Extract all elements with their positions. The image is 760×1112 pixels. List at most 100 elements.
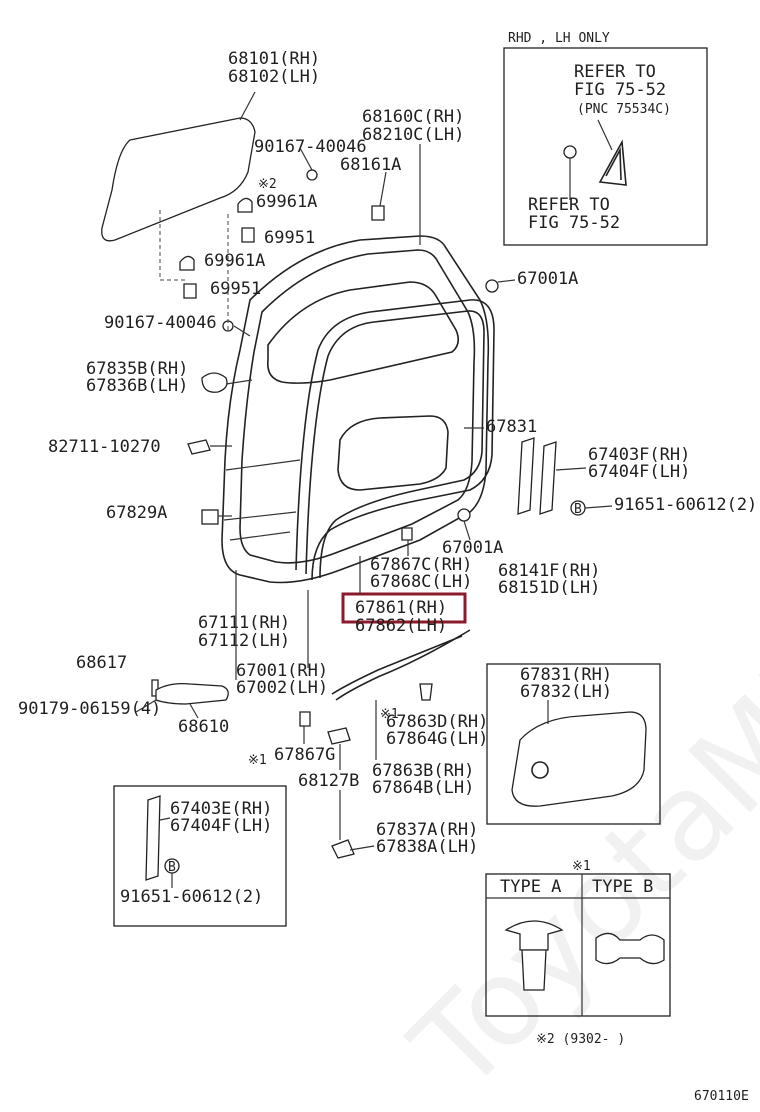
inset-refer-2: REFER TO xyxy=(528,195,610,215)
leader-line xyxy=(239,91,256,121)
clip-67001a-mid xyxy=(457,508,471,522)
label-67832lh: 67832(LH) xyxy=(520,682,612,702)
strip-67861-edge xyxy=(331,635,463,695)
window-opening xyxy=(266,281,460,384)
clip-67867g xyxy=(299,711,311,727)
leader-line xyxy=(497,279,516,283)
clip-69951 xyxy=(241,227,255,243)
label-67867g: 67867G xyxy=(274,745,335,765)
type-a-header: TYPE A xyxy=(500,877,561,897)
door-assembly xyxy=(221,235,495,584)
glass-part xyxy=(101,117,256,242)
clip-67837a xyxy=(331,839,355,859)
door-inner-frame xyxy=(239,249,476,564)
label-68610: 68610 xyxy=(178,717,229,737)
b-marker: B xyxy=(574,502,582,517)
label-67403e: 67403E(RH) xyxy=(170,799,272,819)
inset-pnc: (PNC 75534C) xyxy=(577,102,671,117)
label-67864g: 67864G(LH) xyxy=(386,729,488,749)
clip-69961a-2 xyxy=(179,255,195,271)
leader-line xyxy=(159,817,171,821)
clip-69961a xyxy=(237,197,253,213)
label-67404f-b: 67404F(LH) xyxy=(170,816,272,836)
leader-line xyxy=(299,147,313,171)
garnish-inner xyxy=(605,147,622,181)
channel-part xyxy=(517,437,535,515)
label-68101: 68101(RH) xyxy=(228,49,320,69)
pad-68127b xyxy=(327,727,351,745)
label-67868c: 67868C(LH) xyxy=(370,572,472,592)
channel-67403e xyxy=(145,795,161,881)
table-frame xyxy=(485,873,671,1017)
bracket-68161a xyxy=(371,205,385,221)
label-91651-a: 91651-60612(2) xyxy=(614,495,757,515)
clip-type-b xyxy=(595,932,665,965)
clip-69951-2 xyxy=(183,283,197,299)
clip-part xyxy=(563,145,577,159)
trim-panel-part xyxy=(511,711,647,807)
label-note2: ※2 xyxy=(258,177,277,192)
leader-line xyxy=(349,845,375,851)
inset-frame xyxy=(486,663,661,825)
label-67835b: 67835B(RH) xyxy=(86,359,188,379)
label-69951-2: 69951 xyxy=(210,279,261,299)
label-67861: 67861(RH) xyxy=(355,598,447,618)
trim-panel-hole xyxy=(531,761,549,779)
handle-68610 xyxy=(155,682,229,705)
label-69961a-2: 69961A xyxy=(204,251,265,271)
inset-refer-1: REFER TO xyxy=(574,62,656,82)
panel-line xyxy=(223,511,297,521)
label-91651-b: 91651-60612(2) xyxy=(120,887,263,907)
door-shell xyxy=(221,235,490,584)
label-67001a-top: 67001A xyxy=(517,269,578,289)
inset-channel: B xyxy=(113,785,287,927)
label-68141f: 68141F(RH) xyxy=(498,561,600,581)
inset-trim-panel xyxy=(486,663,661,825)
type-b-header: TYPE B xyxy=(592,877,653,897)
label-note1-b: ※1 xyxy=(248,753,267,768)
label-68102: 68102(LH) xyxy=(228,67,320,87)
clip-67001a xyxy=(485,279,499,293)
label-67404f: 67404F(LH) xyxy=(588,462,690,482)
label-68127b: 68127B xyxy=(298,771,359,791)
panel-line xyxy=(225,459,301,471)
label-68151d: 68151D(LH) xyxy=(498,578,600,598)
garnish-part xyxy=(598,139,627,186)
label-68617: 68617 xyxy=(76,653,127,673)
panel-line xyxy=(229,531,291,541)
label-67862: 67862(LH) xyxy=(355,616,447,636)
channel-part xyxy=(539,441,557,515)
figure-code: 670110E xyxy=(694,1089,749,1104)
leader-line xyxy=(135,699,157,713)
label-67838a: 67838A(LH) xyxy=(376,837,478,857)
b-marker: B xyxy=(168,860,176,875)
inset-fig-2: FIG 75-52 xyxy=(528,213,620,233)
label-67831rh: 67831(RH) xyxy=(520,665,612,685)
inset-frame xyxy=(113,785,287,927)
guide-dash xyxy=(159,210,188,281)
pad-67835b xyxy=(201,372,228,393)
leader-line xyxy=(584,505,613,509)
table-note1: ※1 xyxy=(572,859,591,874)
bolt-part xyxy=(306,169,318,181)
channel-67403f: B xyxy=(517,437,613,517)
clip-67863d xyxy=(419,683,433,701)
label-90179: 90179-06159(4) xyxy=(18,699,161,719)
leader-line xyxy=(597,119,613,151)
leader-line xyxy=(463,520,471,541)
weatherstrip xyxy=(295,299,495,581)
inset-frame xyxy=(503,47,708,246)
leader-line xyxy=(233,325,251,337)
label-67001a-mid: 67001A xyxy=(442,538,503,558)
label-68210c: 68210C(LH) xyxy=(362,125,464,145)
label-67829a: 67829A xyxy=(106,503,167,523)
label-68161a: 68161A xyxy=(340,155,401,175)
label-67403f: 67403F(RH) xyxy=(588,445,690,465)
inset-rhd-lh-only: RHD , LH ONLY REFER TO FIG 75-52 (PNC 75… xyxy=(503,31,708,246)
label-90167-a: 90167-40046 xyxy=(254,137,367,157)
strip-67861 xyxy=(335,629,471,701)
leader-line xyxy=(379,171,387,207)
label-90167-b: 90167-40046 xyxy=(104,313,217,333)
footnote: ※2 (9302- ) xyxy=(536,1032,625,1047)
